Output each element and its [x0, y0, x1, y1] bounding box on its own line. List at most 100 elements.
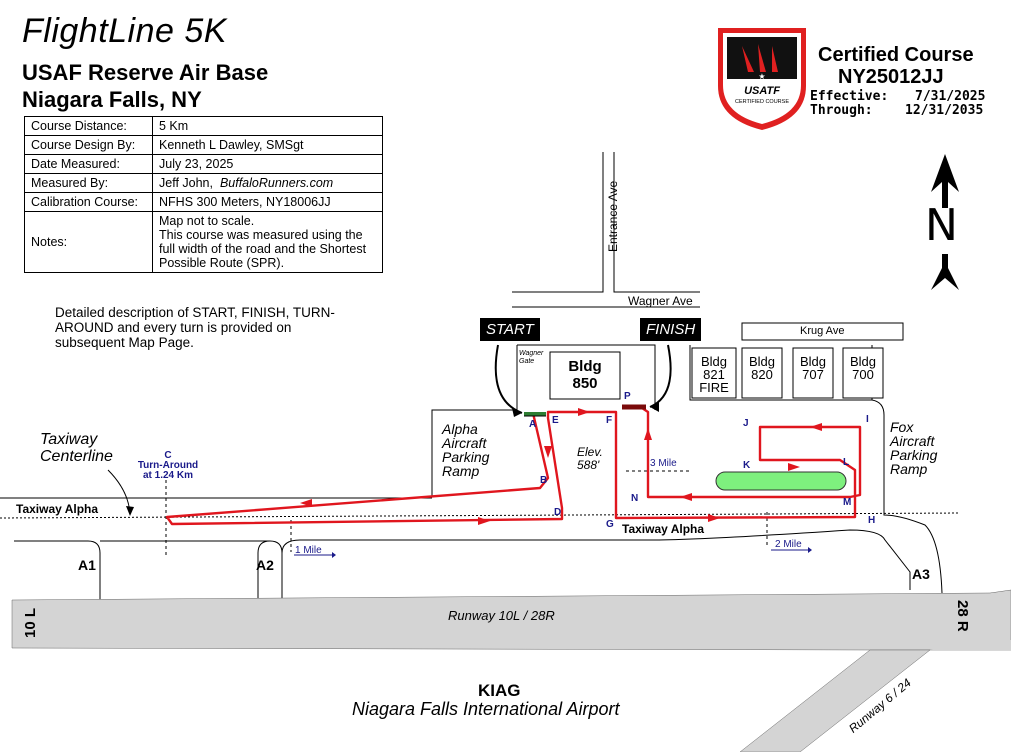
note-line: Map not to scale.	[159, 214, 255, 228]
building-name: Bldg	[568, 358, 602, 375]
turnaround-text: Turn-Around	[137, 460, 199, 471]
point-i: I	[866, 414, 869, 425]
finish-label: FINISH	[640, 318, 702, 341]
fox-ramp-label: Fox Aircraft Parking Ramp	[890, 420, 937, 476]
cert-effective-label: Effective:	[810, 89, 889, 104]
mile-2-marker: 2 Mile	[775, 539, 802, 550]
logo-subtext: CERTIFIED COURSE	[735, 99, 789, 105]
building-extra: FIRE	[699, 380, 729, 395]
cert-through-label: Through:	[810, 103, 873, 118]
ramp-line: Aircraft	[890, 433, 935, 449]
usatf-logo: ★ USATF CERTIFIED COURSE	[718, 28, 806, 130]
ramp-line: Aircraft	[442, 435, 487, 451]
svg-text:★: ★	[758, 72, 765, 81]
taxiway-centerline-label: Taxiway Centerline	[40, 431, 113, 465]
alpha-ramp-label: Alpha Aircraft Parking Ramp	[442, 422, 489, 478]
description-note: Detailed description of START, FINISH, T…	[55, 305, 335, 350]
logo-text: USATF	[744, 85, 780, 97]
north-label: N	[925, 200, 958, 251]
airport-code: KIAG	[478, 681, 521, 700]
building-number: 707	[802, 367, 824, 382]
cert-through-date: 12/31/2035	[905, 103, 984, 118]
ramp-line: Parking	[442, 449, 490, 465]
building-700: Bldg 700	[843, 355, 883, 381]
row-label: Date Measured:	[24, 154, 153, 174]
row-value: 5 Km	[152, 116, 383, 136]
row-value: Map not to scale. This course was measur…	[152, 211, 383, 273]
runway-left-end-label: 10 L	[22, 608, 39, 639]
wagner-gate-label: Wagner Gate	[519, 350, 544, 365]
note-line: This course was measured using the full …	[159, 228, 367, 270]
building-707: Bldg 707	[793, 355, 833, 381]
point-l: L	[843, 457, 850, 468]
point-n: N	[631, 493, 639, 504]
mile-3-marker: 3 Mile	[650, 458, 677, 469]
ramp-line: Parking	[890, 447, 938, 463]
building-number: 850	[572, 375, 598, 392]
table-row: Course Distance: 5 Km	[24, 116, 383, 136]
point-b: B	[540, 475, 548, 486]
runway-main-label: Runway 10L / 28R	[448, 608, 555, 623]
building-number: 821	[703, 367, 725, 382]
building-number: 820	[751, 367, 773, 382]
point-m: M	[843, 497, 852, 508]
building-name: Bldg	[700, 354, 728, 369]
airport-name: Niagara Falls International Airport	[352, 699, 620, 719]
street-wagner-ave: Wagner Ave	[628, 294, 693, 308]
centerline-line: Taxiway	[40, 431, 98, 448]
ramp-line: Alpha	[442, 421, 478, 437]
taxiway-alpha-left: Taxiway Alpha	[16, 502, 99, 516]
building-850: Bldg 850	[550, 358, 620, 392]
connector-a1: A1	[78, 557, 96, 573]
building-name: Bldg	[748, 354, 776, 369]
row-label: Calibration Course:	[24, 192, 153, 212]
point-a: A	[529, 419, 537, 430]
measurer-site: BuffaloRunners.com	[219, 176, 334, 190]
street-entrance-ave: Entrance Ave	[606, 180, 620, 252]
table-row: Notes: Map not to scale. This course was…	[24, 211, 383, 273]
street-krug-ave: Krug Ave	[800, 325, 845, 337]
row-label: Course Distance:	[24, 116, 153, 136]
elevation-line: 588'	[577, 458, 600, 472]
point-g: G	[606, 519, 614, 530]
connector-a2: A2	[256, 557, 274, 573]
point-d: D	[554, 507, 562, 518]
page-title: FlightLine 5K	[22, 12, 227, 50]
connector-a3: A3	[912, 566, 930, 582]
north-arrow-icon	[931, 154, 959, 290]
point-j: J	[743, 418, 749, 429]
course-map	[0, 152, 1011, 752]
ramp-line: Ramp	[442, 463, 480, 479]
cert-course-id: NY25012JJ	[838, 66, 944, 88]
point-k: K	[743, 460, 751, 471]
building-number: 700	[852, 367, 874, 382]
ramp-line: Ramp	[890, 461, 928, 477]
taxiway-alpha-mid: Taxiway Alpha	[622, 522, 705, 536]
measurer-name: Jeff John,	[159, 176, 213, 190]
point-f: F	[606, 415, 613, 426]
subtitle-location: Niagara Falls, NY	[22, 87, 202, 112]
centerline-line: Centerline	[40, 448, 113, 465]
row-value: NFHS 300 Meters, NY18006JJ	[152, 192, 383, 212]
subtitle-base: USAF Reserve Air Base	[22, 60, 269, 85]
point-h: H	[868, 515, 876, 526]
building-name: Bldg	[849, 354, 877, 369]
mile-1-marker: 1 Mile	[295, 545, 322, 556]
cert-title: Certified Course	[818, 44, 974, 66]
runway-right-end-label: 28 R	[954, 600, 971, 632]
turnaround-label: C Turn-Around at 1.24 Km	[128, 451, 208, 481]
turnaround-point: C	[164, 450, 172, 461]
table-row: Calibration Course: NFHS 300 Meters, NY1…	[24, 192, 383, 212]
point-p: P	[624, 391, 631, 402]
cert-effective-date: 7/31/2025	[915, 89, 986, 104]
building-820: Bldg 820	[742, 355, 782, 381]
course-info-table: Course Distance: 5 Km Course Design By: …	[24, 116, 383, 273]
building-821: Bldg 821 FIRE	[692, 355, 736, 394]
start-label: START	[480, 318, 540, 341]
point-e: E	[552, 415, 559, 426]
elevation-label: Elev. 588'	[577, 446, 603, 472]
table-row: Date Measured: July 23, 2025	[24, 154, 383, 174]
building-name: Bldg	[799, 354, 827, 369]
turnaround-distance: at 1.24 Km	[142, 470, 194, 481]
ramp-line: Fox	[890, 419, 914, 435]
